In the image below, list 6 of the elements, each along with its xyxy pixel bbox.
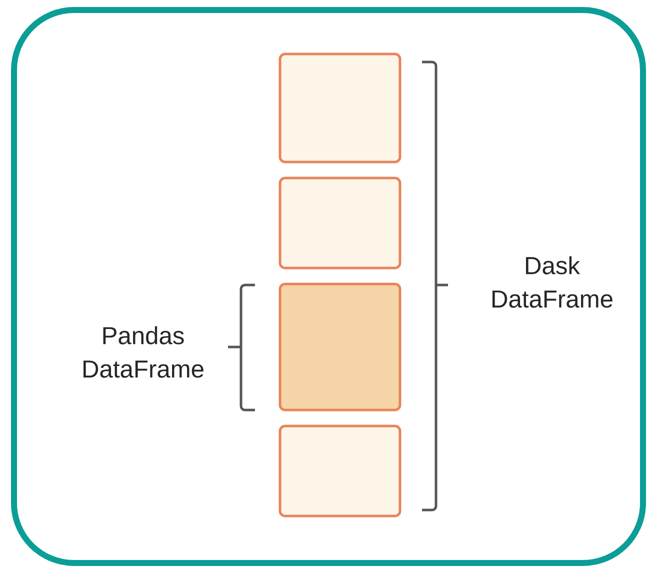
data-block [278,176,402,270]
bracket-label: Dask DataFrame [492,256,612,308]
bracket-label: Pandas DataFrame [84,326,204,378]
data-block [278,282,402,412]
data-block [278,424,402,518]
data-block [278,52,402,164]
